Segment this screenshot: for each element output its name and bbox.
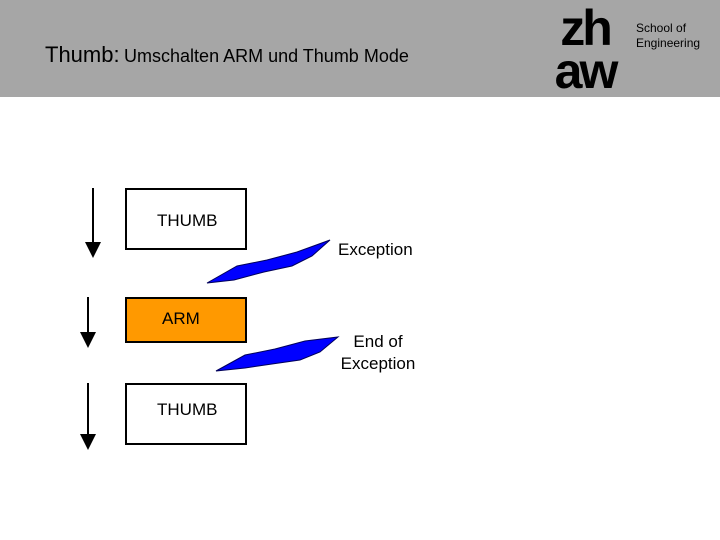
school-line-2: Engineering (636, 36, 701, 50)
end-of-exception-bolt-arrow (215, 336, 340, 372)
end-of-exception-line-1: End of (353, 332, 403, 351)
thumb-block-1-label: THUMB (157, 211, 218, 230)
thumb-block-2 (125, 383, 247, 445)
school-line-1: School of (636, 21, 687, 35)
thumb-block-2-label: THUMB (157, 400, 218, 419)
exception-label: Exception (338, 240, 413, 259)
end-of-exception-line-2: Exception (340, 354, 416, 373)
logo-bottom-text: aw (555, 43, 619, 92)
arm-block (125, 297, 247, 343)
title-sub: Umschalten ARM und Thumb Mode (124, 46, 409, 66)
end-of-exception-label: End of Exception (338, 331, 418, 375)
slide-title: Thumb: Umschalten ARM und Thumb Mode (45, 42, 409, 68)
exception-bolt-arrow (206, 239, 331, 284)
zhaw-logo: zh aw (555, 0, 622, 92)
title-main: Thumb: (45, 42, 120, 67)
school-name: School of Engineering (636, 21, 700, 51)
slide-header: Thumb: Umschalten ARM und Thumb Mode zh … (0, 0, 720, 97)
arm-block-label: ARM (162, 309, 200, 328)
thumb-block-1 (125, 188, 247, 250)
logo-top-text: zh (560, 0, 610, 56)
